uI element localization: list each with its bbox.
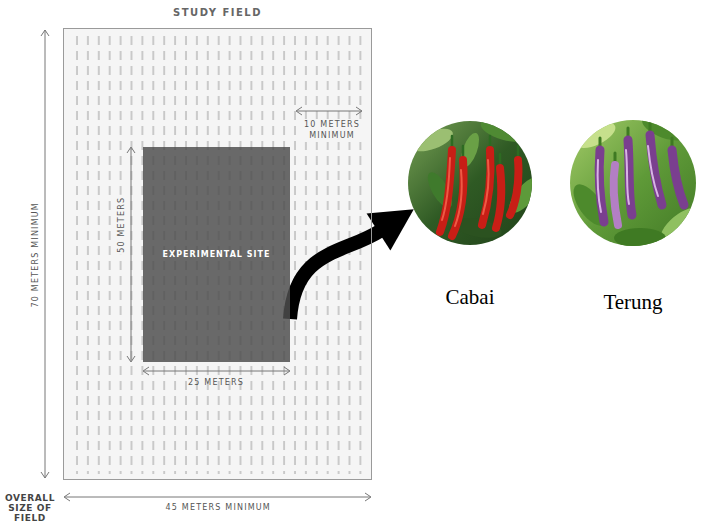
field-title: STUDY FIELD [64,7,371,18]
plant-name: Terung [603,290,662,315]
dimension-label: 70 METERS MINIMUM [29,202,41,307]
study-field: STUDY FIELDEXPERIMENTAL SITE [63,28,372,480]
dimension-label: 45 METERS MINIMUM [166,502,271,514]
experimental-site: EXPERIMENTAL SITE [143,147,290,362]
plant-name: Cabai [446,285,495,310]
chili-photo [400,114,546,255]
dimension-label: 50 METERS [116,195,128,255]
dimension-label: 10 METERS MINIMUM [296,119,368,142]
dimension-label: OVERALL SIZE OF FIELD [2,493,58,524]
curved-arrow [290,209,414,319]
site-label: EXPERIMENTAL SITE [163,250,271,259]
plant-photo-circle: Terung [570,120,696,246]
arrow-head [367,209,414,250]
dimension-label: 25 METERS [188,377,244,389]
eggplant-photo [565,110,705,255]
plant-photo-circle: Cabai [408,121,532,245]
arrow-body [290,231,380,319]
